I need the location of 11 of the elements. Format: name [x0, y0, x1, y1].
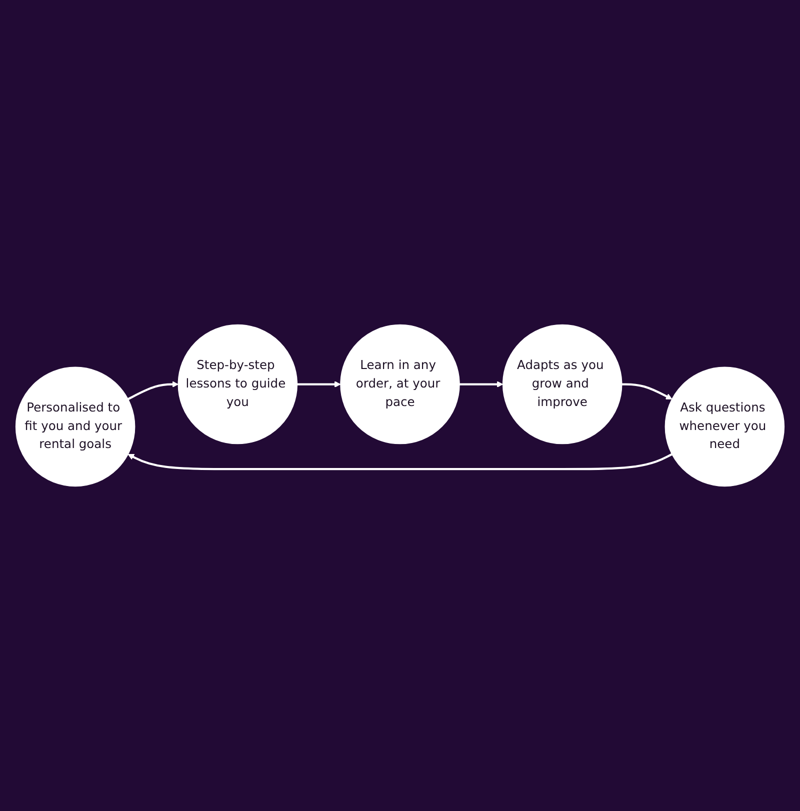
arrow — [460, 381, 504, 388]
arrow — [128, 381, 178, 400]
node-circle — [502, 324, 622, 444]
node-circle — [340, 324, 460, 444]
arrow — [128, 453, 672, 470]
arrow — [622, 383, 672, 400]
node-circle — [664, 366, 785, 487]
node-circle — [178, 324, 298, 444]
node-circle — [15, 366, 136, 487]
cycle-diagram: Personalised to fit you and your rental goals Step-by-step lessons to guide you Learn in any order, at your pace Adapts as you grow and improve Ask questions whenever you need — [10, 319, 790, 492]
arrow — [297, 381, 341, 388]
